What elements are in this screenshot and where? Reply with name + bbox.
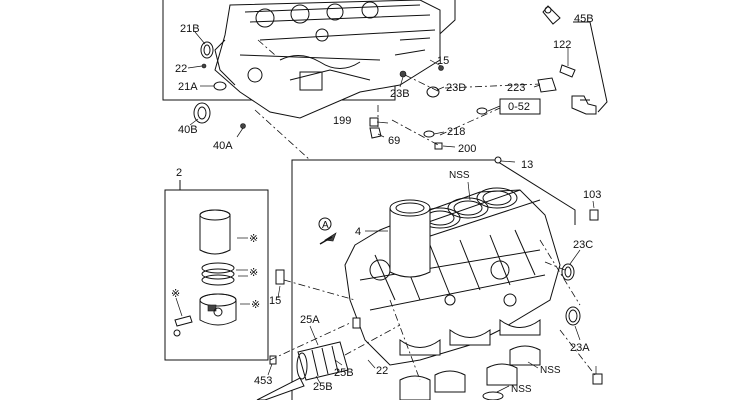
label-200: 200	[458, 143, 476, 155]
label-453: 453	[254, 375, 272, 387]
label-45b: 45B	[574, 13, 594, 25]
seal-23c	[561, 263, 575, 281]
label-21b: 21B	[180, 23, 200, 35]
main-centerlines	[269, 239, 596, 381]
label-0-52: 0-52	[508, 101, 530, 113]
plug-assembly-25	[256, 317, 361, 400]
label-218: 218	[447, 126, 465, 138]
label-15-top: 15	[437, 55, 449, 67]
part-labels: 21B 22 21A 40B 40A 15 23B 23D 45B 122 22…	[171, 13, 601, 395]
label-15-main: 15	[269, 295, 281, 307]
label-122: 122	[553, 39, 571, 51]
label-103: 103	[583, 189, 601, 201]
label-25a: 25A	[300, 314, 320, 326]
label-view-a: A	[322, 220, 329, 231]
seal-21a	[213, 81, 227, 91]
label-nss-right: NSS	[540, 365, 561, 376]
ref-box-0-52	[499, 98, 541, 115]
label-199: 199	[333, 115, 351, 127]
sensor-45b	[537, 5, 597, 115]
label-69: 69	[388, 135, 400, 147]
label-13: 13	[521, 159, 533, 171]
label-star-liner: ※	[249, 233, 258, 245]
seal-23a	[565, 306, 581, 326]
piston-kit-box	[164, 180, 269, 361]
label-23b: 23B	[390, 88, 410, 100]
label-40b: 40B	[178, 124, 198, 136]
view-a-marker	[318, 217, 337, 245]
label-star-pin: ※	[171, 288, 180, 300]
label-25b-left: 25B	[313, 381, 333, 393]
label-4: 4	[355, 226, 361, 238]
label-22-top: 22	[175, 63, 187, 75]
seal-21b	[200, 41, 214, 59]
label-223: 223	[507, 82, 525, 94]
bearing-caps	[399, 345, 541, 400]
label-22-main: 22	[376, 365, 388, 377]
top-leaders	[187, 31, 569, 148]
label-21a: 21A	[178, 81, 198, 93]
cylinder-liner-4	[365, 199, 431, 278]
label-23a: 23A	[570, 342, 590, 354]
label-2: 2	[176, 167, 182, 179]
label-nss-bottom: NSS	[511, 384, 532, 395]
main-cylinder-block	[344, 187, 561, 366]
upper-cylinder-block	[214, 0, 441, 119]
label-40a: 40A	[213, 140, 233, 152]
label-star-rings: ※	[249, 267, 258, 279]
main-leaders	[267, 160, 597, 393]
label-25b-right: 25B	[334, 367, 354, 379]
label-nss-top: NSS	[449, 170, 470, 181]
top-centerlines	[254, 39, 541, 161]
label-star-piston: ※	[251, 299, 260, 311]
seal-40b	[193, 102, 211, 124]
label-23c: 23C	[573, 239, 593, 251]
label-23d: 23D	[446, 82, 466, 94]
